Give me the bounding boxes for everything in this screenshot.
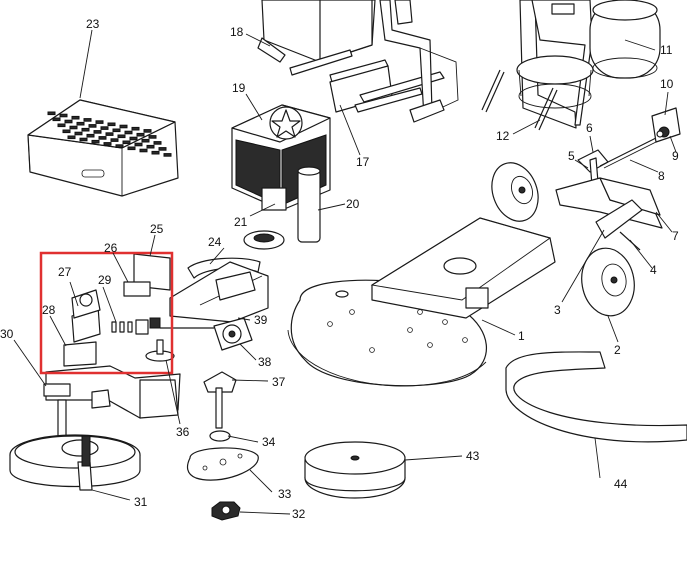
callout-32: 32 xyxy=(292,507,306,521)
cover-vent-slot xyxy=(93,130,102,134)
callout-7: 7 xyxy=(672,229,679,243)
callout-2: 2 xyxy=(614,343,621,357)
highlight-box xyxy=(39,251,174,375)
callout-3: 3 xyxy=(554,303,561,317)
engine xyxy=(231,104,331,250)
callout-30: 30 xyxy=(0,327,14,341)
cover-vent-slot xyxy=(124,130,133,135)
wheels xyxy=(491,162,635,317)
cover-vent-slot xyxy=(151,150,160,155)
cover-vent-slot xyxy=(69,125,78,130)
cover-vent-slot xyxy=(52,117,61,122)
main-deck xyxy=(287,217,556,387)
callout-44: 44 xyxy=(614,477,628,491)
callout-33: 33 xyxy=(278,487,292,501)
cover-vent-slot xyxy=(81,127,90,132)
cover-vent-slot xyxy=(83,118,92,122)
cover-vent-slot xyxy=(62,129,71,134)
callout-20: 20 xyxy=(346,197,360,211)
drive-assembly xyxy=(160,257,269,351)
cover-vent-slot xyxy=(107,122,116,127)
cover-vent-slot xyxy=(57,123,66,128)
cover-vent-slot xyxy=(131,126,140,131)
cover-vent-slot xyxy=(117,134,126,139)
cover-vent-slot xyxy=(64,119,73,124)
callout-36: 36 xyxy=(176,425,190,439)
cover-vent-slot xyxy=(71,115,80,120)
cover-vent-slot xyxy=(105,132,114,136)
cover-vent-slot xyxy=(95,120,104,124)
guard-band xyxy=(505,351,687,443)
callout-38: 38 xyxy=(258,355,272,369)
callout-34: 34 xyxy=(262,435,276,449)
cover-vent-slot xyxy=(67,135,76,140)
cover-vent-slot xyxy=(129,136,138,141)
callout-27: 27 xyxy=(58,265,72,279)
cover-vent-slot xyxy=(59,113,68,118)
cover-vent-slot xyxy=(47,111,56,116)
cover-vent-slot xyxy=(158,147,167,151)
callout-29: 29 xyxy=(98,273,112,287)
callout-37: 37 xyxy=(272,375,286,389)
gearbox-parts xyxy=(63,253,171,367)
cover-vent-slot xyxy=(112,128,121,133)
callout-1: 1 xyxy=(518,329,525,343)
callout-39: 39 xyxy=(254,313,268,327)
callout-26: 26 xyxy=(104,241,118,255)
callout-19: 19 xyxy=(232,81,246,95)
lower-drive xyxy=(9,365,181,491)
cover-vent-slot xyxy=(79,137,88,142)
callout-17: 17 xyxy=(356,155,370,169)
cover-vent-slot xyxy=(115,144,124,148)
pad xyxy=(304,441,406,499)
cover-vent-slot xyxy=(100,126,109,130)
cover-vent-slot xyxy=(141,138,150,143)
cover-vent-slot xyxy=(153,141,162,145)
callout-12: 12 xyxy=(496,129,510,143)
cover-vent-slot xyxy=(74,131,83,136)
callout-11: 11 xyxy=(660,43,673,57)
cover-vent-slot xyxy=(122,140,131,145)
upper-frame xyxy=(257,0,459,123)
callout-31: 31 xyxy=(134,495,148,509)
cover-vent-slot xyxy=(139,148,148,153)
cover-vent-slot xyxy=(91,139,100,144)
top-cover xyxy=(27,99,179,197)
cover-vent-slot xyxy=(163,153,172,157)
callout-5: 5 xyxy=(568,149,575,163)
cover-vent-slot xyxy=(103,142,112,146)
cover-vent-slot xyxy=(127,146,136,151)
callout-43: 43 xyxy=(466,449,480,463)
cover-vent-slot xyxy=(88,124,97,128)
cover-vent-slot xyxy=(86,133,95,138)
cover-vent-slot xyxy=(110,138,119,142)
tank-bracket xyxy=(481,0,661,131)
callout-25: 25 xyxy=(150,222,164,236)
cover-vent-slot xyxy=(76,121,85,126)
callout-9: 9 xyxy=(672,149,679,163)
cover-vent-slot xyxy=(148,135,157,139)
callout-labels: 1 2 3 4 5 6 7 8 9 10 11 12 17 18 19 20 2… xyxy=(0,17,679,521)
callout-28: 28 xyxy=(42,303,56,317)
callout-10: 10 xyxy=(660,77,674,91)
callout-4: 4 xyxy=(650,263,657,277)
cover-vent-slot xyxy=(143,129,152,133)
cover-vent-slot xyxy=(98,136,107,140)
callout-21: 21 xyxy=(234,215,248,229)
callout-18: 18 xyxy=(230,25,244,39)
cover-vent-slot xyxy=(119,124,128,129)
cover-vent-slot xyxy=(134,142,143,147)
cover-vent-slot xyxy=(136,132,145,137)
callout-8: 8 xyxy=(658,169,665,183)
callout-24: 24 xyxy=(208,235,222,249)
right-spindle xyxy=(145,339,259,521)
leader-lines xyxy=(13,29,677,515)
callout-6: 6 xyxy=(586,121,593,135)
cover-vent-slot xyxy=(146,144,155,149)
callout-23: 23 xyxy=(86,17,100,31)
